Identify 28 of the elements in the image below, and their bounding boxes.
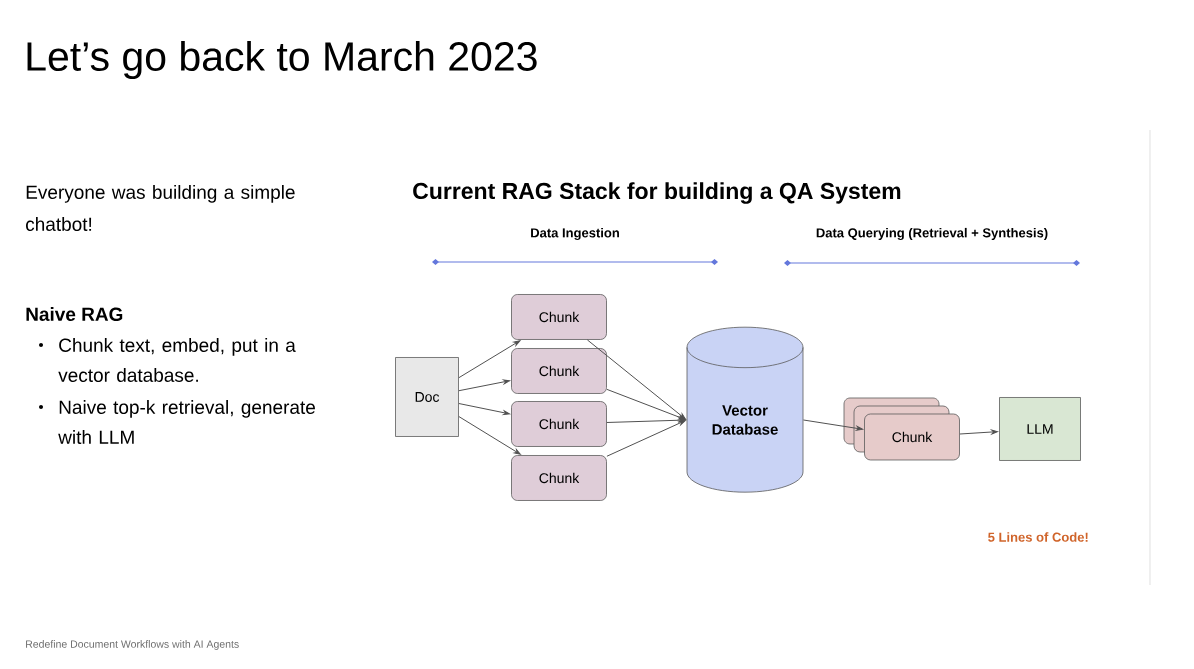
arrow [606, 388, 686, 420]
arrow [458, 340, 521, 379]
intro-text: Everyone was building a simple chatbot! [26, 185, 295, 231]
section-label: Data Ingestion [531, 227, 619, 241]
arrow [802, 419, 864, 431]
chunk-box: Chunk [511, 401, 607, 447]
arrow [606, 417, 686, 423]
chunk-stack: Chunk [843, 397, 960, 461]
arrow [458, 403, 511, 416]
note-text: 5 Lines of Code! [988, 532, 1088, 542]
arrow [458, 416, 521, 455]
process-box: LLM [999, 397, 1081, 461]
process-box: Doc [395, 357, 459, 437]
arrow [606, 420, 686, 457]
chunk-box: Chunk [511, 455, 607, 501]
slide-title: Let’s go back to March 2023 [27, 40, 537, 80]
database-cylinder: Vector Database [686, 326, 804, 493]
bullet-text: Chunk text, embed, put in a vector database. [58, 338, 296, 382]
arrow [586, 339, 686, 420]
arrow [458, 379, 511, 392]
chunk-box: Chunk [511, 294, 607, 340]
arrow [959, 429, 999, 435]
chunk-box: Chunk [511, 348, 607, 394]
list-heading: Naive RAG [26, 307, 123, 321]
bullet-text: Naive top-k retrieval, generate with LLM [58, 400, 315, 444]
diagram-heading: Current RAG Stack for building a QA System [413, 182, 901, 204]
section-label: Data Querying (Retrieval + Synthesis) [816, 227, 1048, 241]
footer-text: Redefine Document Workflows with AI Agents [26, 640, 239, 650]
